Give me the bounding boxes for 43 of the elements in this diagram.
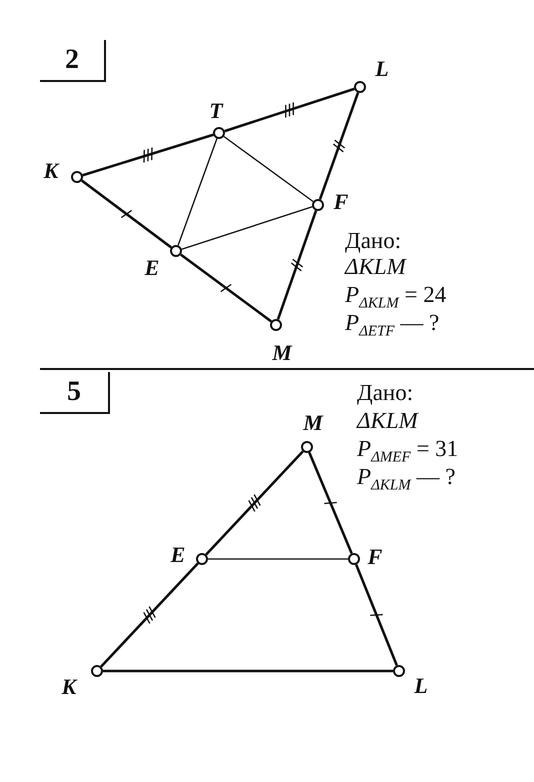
point-label: E: [170, 543, 186, 567]
point-label: L: [414, 674, 428, 698]
point-marker: [71, 171, 83, 183]
point-label: F: [334, 190, 348, 214]
triangle-side: [100, 562, 199, 668]
point-label: L: [375, 57, 389, 81]
triangle-side: [208, 558, 348, 560]
triangle-side: [82, 134, 214, 176]
point-label: K: [62, 675, 76, 699]
problem-number: 2: [40, 40, 106, 82]
point-label: K: [44, 159, 58, 183]
triangle-side: [182, 206, 312, 250]
triangle-side: [81, 180, 172, 248]
point-marker: [393, 665, 405, 677]
problem-number: 5: [40, 372, 110, 414]
point-label: M: [303, 411, 323, 435]
triangle-side: [103, 670, 393, 672]
point-label: E: [144, 256, 160, 280]
point-marker: [170, 245, 182, 257]
triangle-side: [177, 138, 218, 246]
given-text: ΔKLM: [345, 254, 406, 280]
point-marker: [91, 665, 103, 677]
point-marker: [301, 441, 313, 453]
point-marker: [354, 81, 366, 93]
given-text: Дано:: [357, 380, 414, 406]
triangle-side: [318, 92, 360, 200]
point-label: F: [368, 545, 382, 569]
point-marker: [312, 199, 324, 211]
point-marker: [348, 553, 360, 565]
point-marker: [213, 127, 225, 139]
triangle-side: [224, 88, 355, 132]
triangle-side: [355, 564, 398, 666]
point-label: T: [209, 99, 223, 123]
given-text: Дано:: [345, 228, 402, 254]
triangle-side: [205, 450, 304, 556]
point-label: M: [272, 341, 292, 365]
given-text: ΔKLM: [357, 408, 418, 434]
point-marker: [196, 553, 208, 565]
triangle-side: [308, 452, 353, 554]
triangle-side: [180, 254, 272, 322]
triangle-side: [224, 136, 314, 202]
point-marker: [270, 319, 282, 331]
triangle-side: [276, 210, 318, 320]
